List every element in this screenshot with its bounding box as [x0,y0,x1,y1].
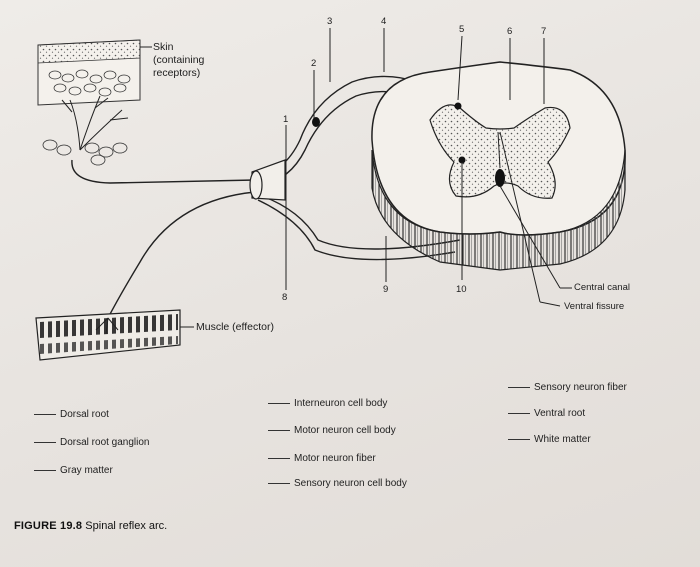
motor-neuron-body [458,156,466,164]
leader-lines [285,28,572,307]
skin-block [37,39,152,166]
term-motor-neuron-fiber: Motor neuron fiber [268,453,376,464]
term-interneuron-cell-body: Interneuron cell body [268,398,387,409]
number-5: 5 [459,24,465,35]
muscle [35,309,194,361]
skin-note-line1: (containing [153,54,205,66]
figure-title: Spinal reflex arc. [85,520,168,532]
number-2: 2 [311,58,317,69]
number-8: 8 [282,292,288,303]
spinal-nerve [249,159,286,201]
figure-number: FIGURE 19.8 [14,520,83,532]
central-canal-label: Central canal [574,282,630,293]
dorsal-root-ganglion [312,117,320,127]
ventral-fissure-label: Ventral fissure [564,301,625,312]
term-ventral-root: Ventral root [508,408,585,419]
number-4: 4 [381,16,387,27]
number-3: 3 [327,16,333,27]
number-9: 9 [383,284,389,295]
number-1: 1 [283,114,289,125]
skin-label: Skin [153,41,174,53]
figure-caption: FIGURE 19.8 Spinal reflex arc. [14,520,167,532]
muscle-label: Muscle (effector) [196,321,274,333]
number-7: 7 [541,26,547,37]
term-white-matter: White matter [508,434,591,445]
number-10: 10 [456,284,467,295]
term-sensory-neuron-cell-body: Sensory neuron cell body [268,478,407,489]
term-motor-neuron-cell-body: Motor neuron cell body [268,425,396,436]
term-dorsal-root: Dorsal root [34,409,109,420]
term-dorsal-root-ganglion: Dorsal root ganglion [34,437,150,448]
number-6: 6 [507,26,513,37]
interneuron-body [454,102,462,110]
term-gray-matter: Gray matter [34,465,113,476]
term-sensory-neuron-fiber: Sensory neuron fiber [508,382,627,393]
spinal-cord [371,61,626,271]
skin-note-line2: receptors) [153,67,201,79]
